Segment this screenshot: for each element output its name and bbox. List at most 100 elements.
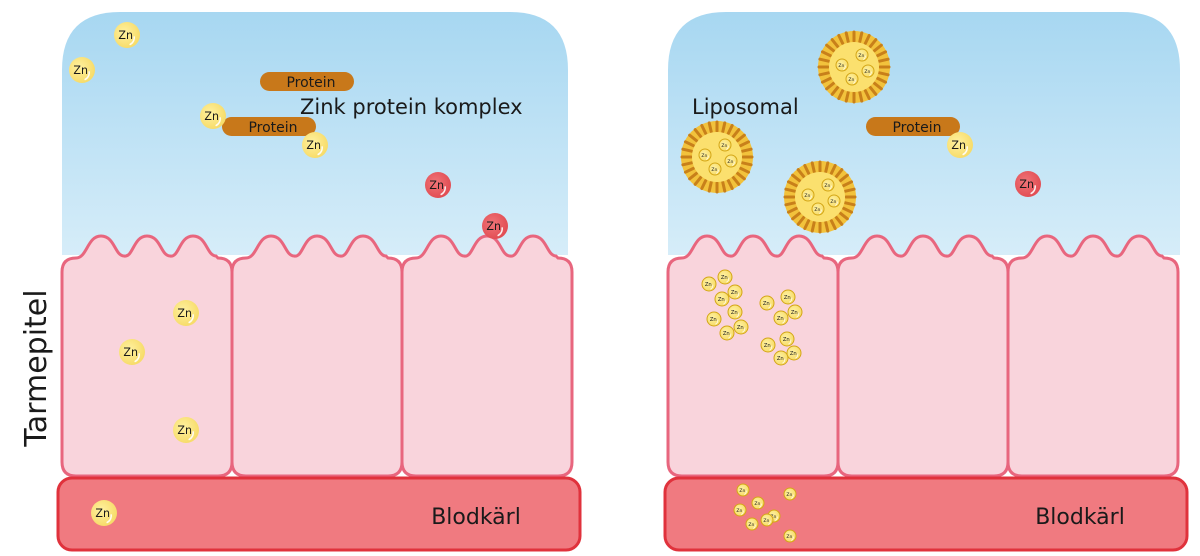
zinc-ion: Zn — [200, 103, 226, 129]
blood-vessel — [56, 476, 582, 552]
svg-text:Zn: Zn — [786, 492, 792, 498]
zinc-ion: Zn — [733, 319, 749, 335]
svg-text:Zn: Zn — [783, 337, 790, 343]
zinc-protein-complex-label: Zink protein komplex — [300, 95, 523, 119]
svg-text:Zn: Zn — [718, 297, 725, 303]
blood-vessel-label: Blodkärl — [1035, 505, 1125, 530]
liposomal-label: Liposomal — [692, 95, 799, 119]
svg-text:Zn: Zn — [739, 488, 745, 494]
svg-text:Zn: Zn — [721, 275, 728, 281]
svg-text:Zn: Zn — [177, 424, 192, 437]
zinc-ion: Zn — [780, 289, 796, 305]
protein-complexes: Protein — [866, 117, 960, 136]
zinc-ion: Zn — [821, 178, 835, 192]
epithelial-cells — [666, 234, 1180, 478]
zinc-ion: Zn — [698, 148, 712, 162]
zinc-ion: Zn — [714, 291, 730, 307]
zinc-ion: Zn — [302, 132, 328, 158]
svg-text:Protein: Protein — [892, 120, 941, 136]
svg-text:Zn: Zn — [727, 159, 733, 165]
zinc-particles: ZnZnZnZnZnZnZnZnZnZnZnZnZnZnZnZnZnZnZnZn… — [701, 132, 1041, 543]
zinc-ion: Zn — [701, 276, 717, 292]
svg-text:Zn: Zn — [858, 53, 864, 59]
zinc-ion: Zn — [119, 339, 145, 365]
zinc-ion: Zn — [787, 304, 803, 320]
svg-text:Zn: Zn — [73, 64, 88, 77]
svg-text:Zn: Zn — [786, 534, 792, 540]
zinc-ion: Zn — [827, 194, 841, 208]
svg-text:Zn: Zn — [486, 220, 501, 233]
svg-text:Protein: Protein — [248, 120, 297, 136]
svg-text:Zn: Zn — [177, 307, 192, 320]
zinc-ion: Zn — [69, 57, 95, 83]
zinc-ion: Zn — [718, 138, 732, 152]
svg-text:Zn: Zn — [306, 139, 321, 152]
svg-text:Zn: Zn — [864, 69, 870, 75]
svg-text:Zn: Zn — [777, 316, 784, 322]
zinc-ion: Zn — [845, 72, 859, 86]
intestinal-epithelium-label: Tarmepitel — [19, 289, 54, 447]
svg-text:Zn: Zn — [723, 331, 730, 337]
svg-text:Zn: Zn — [731, 290, 738, 296]
panel-right: Blodkärl Liposomal ZnZnZnZnZnZnZnZnZnZnZ… — [663, 12, 1189, 552]
zinc-ion: Zn — [727, 304, 743, 320]
svg-text:Zn: Zn — [705, 282, 712, 288]
zinc-ion: Zn — [706, 311, 722, 327]
zinc-ion: Zn — [173, 417, 199, 443]
svg-text:Zn: Zn — [824, 183, 830, 189]
zinc-ion: Zn — [717, 269, 733, 285]
zinc-ion: Zn — [724, 154, 738, 168]
svg-text:Protein: Protein — [286, 75, 335, 91]
svg-text:Zn: Zn — [701, 153, 707, 159]
zinc-ion: Zn — [173, 300, 199, 326]
zinc-ion: Zn — [947, 132, 973, 158]
svg-text:Zn: Zn — [791, 310, 798, 316]
zinc-ion: Zn — [801, 188, 815, 202]
zinc-ion: Zn — [719, 325, 735, 341]
svg-text:Zn: Zn — [777, 356, 784, 362]
zinc-ion: Zn — [773, 310, 789, 326]
zinc-ion: Zn — [760, 337, 776, 353]
epithelial-cell — [60, 234, 234, 478]
svg-text:Zn: Zn — [204, 110, 219, 123]
epithelial-cell — [400, 234, 574, 478]
zinc-ion: Zn — [760, 513, 774, 527]
svg-text:Zn: Zn — [737, 325, 744, 331]
svg-text:Zn: Zn — [838, 63, 844, 69]
zinc-ion: Zn — [811, 202, 825, 216]
zinc-ion: Zn — [779, 331, 795, 347]
svg-text:Zn: Zn — [710, 317, 717, 323]
svg-text:Zn: Zn — [1019, 178, 1034, 191]
blood-vessel-label: Blodkärl — [431, 505, 521, 530]
zinc-ion: Zn — [482, 213, 508, 239]
svg-text:Zn: Zn — [830, 199, 836, 205]
svg-text:Zn: Zn — [123, 346, 138, 359]
svg-text:Zn: Zn — [95, 507, 110, 520]
svg-text:Zn: Zn — [770, 514, 776, 520]
zinc-ion: Zn — [759, 295, 775, 311]
zinc-ion: Zn — [733, 503, 747, 517]
zinc-ion: Zn — [861, 64, 875, 78]
zinc-ion: Zn — [745, 517, 759, 531]
zinc-ion: Zn — [727, 284, 743, 300]
svg-text:Zn: Zn — [763, 301, 770, 307]
svg-text:Zn: Zn — [790, 351, 797, 357]
protein: Protein — [866, 117, 960, 136]
svg-text:Zn: Zn — [804, 193, 810, 199]
svg-text:Zn: Zn — [951, 139, 966, 152]
zinc-ion: Zn — [783, 529, 797, 543]
zinc-ion: Zn — [91, 500, 117, 526]
svg-text:Zn: Zn — [848, 77, 854, 83]
zinc-ion: Zn — [114, 22, 140, 48]
zinc-ion: Zn — [773, 350, 789, 366]
svg-text:Zn: Zn — [784, 295, 791, 301]
svg-text:Zn: Zn — [731, 310, 738, 316]
zinc-ion: Zn — [425, 172, 451, 198]
svg-text:Zn: Zn — [764, 343, 771, 349]
